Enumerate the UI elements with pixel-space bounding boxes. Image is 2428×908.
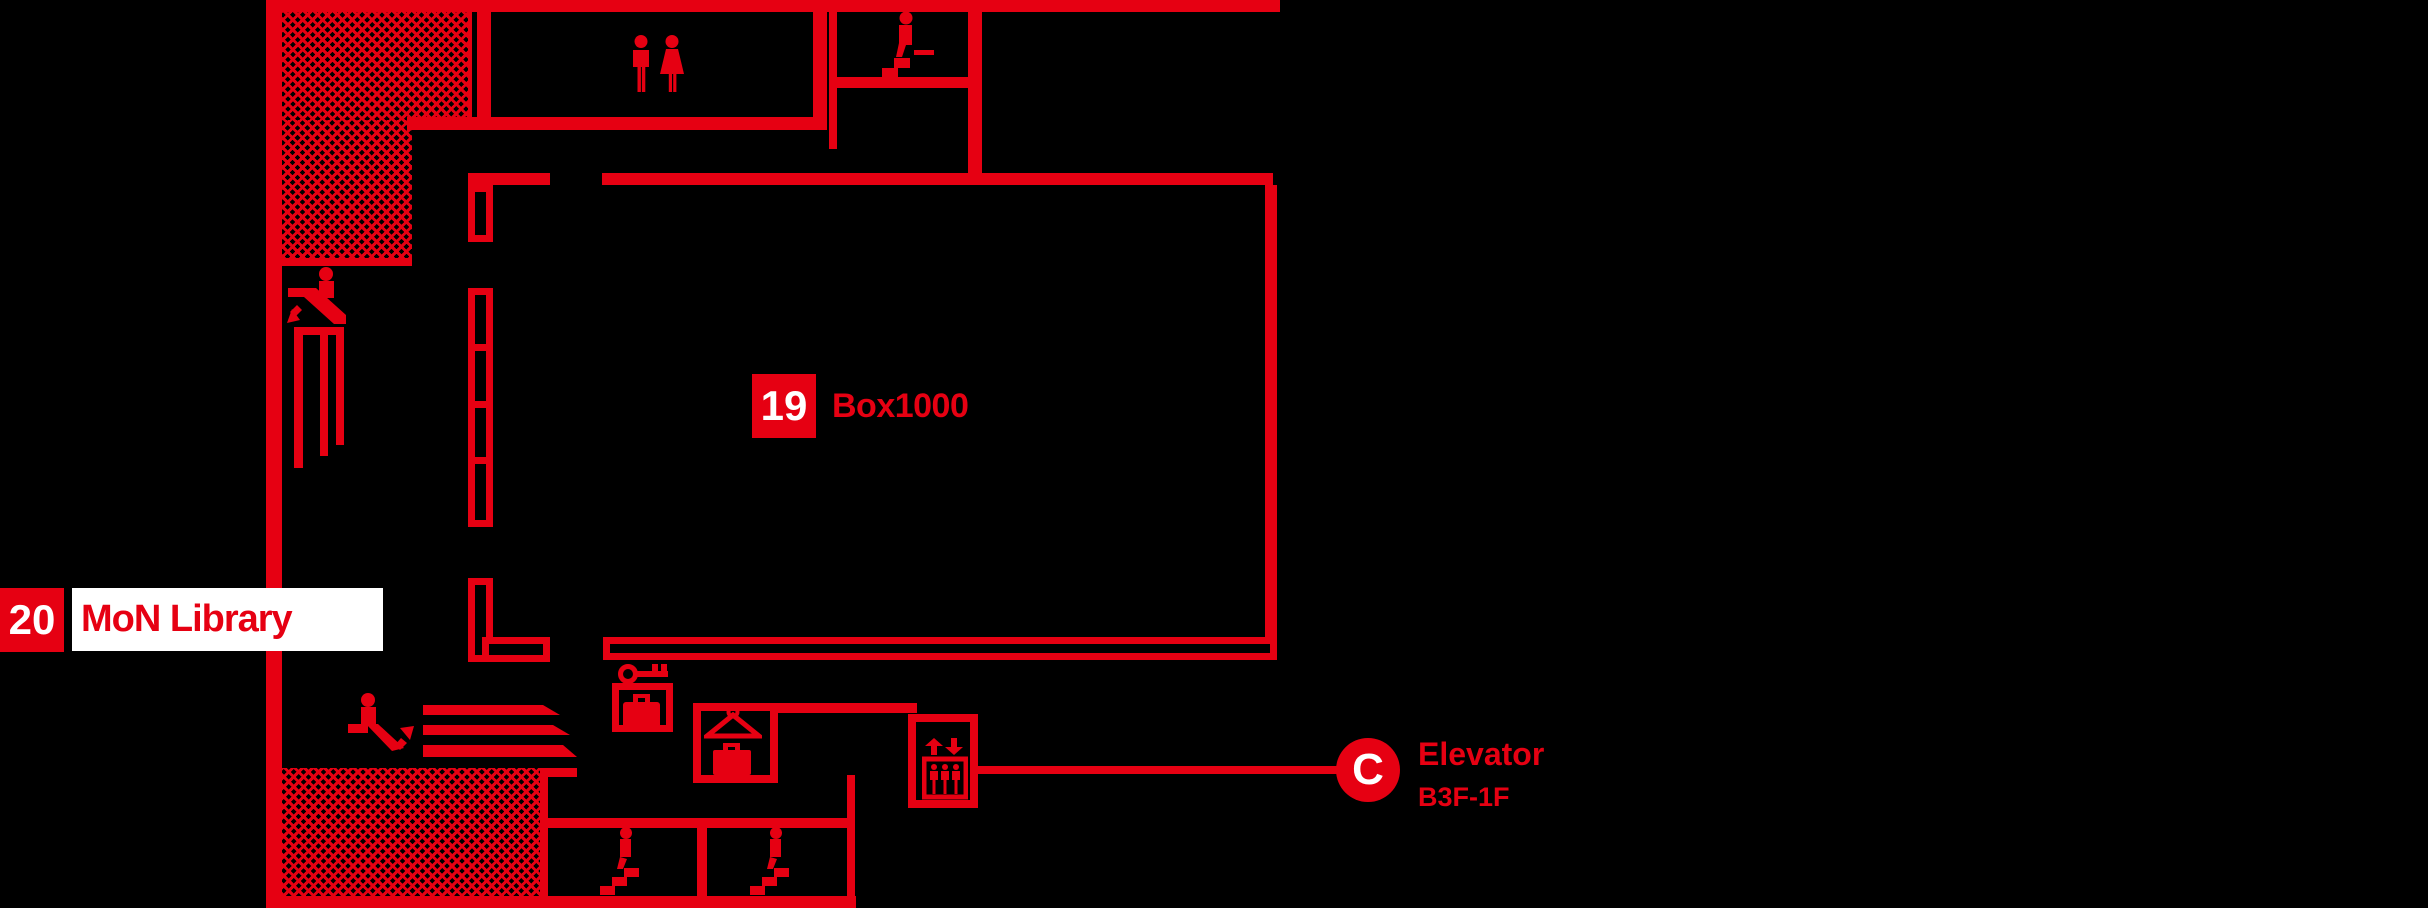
marker-c-label: Elevator B3F-1F (1418, 736, 1544, 813)
marker-c-label-line1: Elevator (1418, 736, 1545, 772)
restroom-wall-left (477, 12, 491, 130)
marker-20-badge[interactable]: 20 (0, 588, 64, 652)
cloakroom-icon (704, 706, 762, 776)
marker-19-badge[interactable]: 19 (752, 374, 816, 438)
wall-left-edge (266, 0, 282, 908)
cloakroom-corridor-wall (770, 703, 917, 713)
stairblock-wall-divider (697, 818, 707, 908)
escalator-down-icon (284, 266, 358, 328)
box1000-wall-bottom (603, 637, 1277, 660)
stairs-icon (866, 10, 936, 88)
elevator-callout-line (978, 766, 1338, 774)
stairs-icon (596, 826, 654, 896)
marker-c-label-line2: B3F-1F (1418, 782, 1510, 812)
box1000-wall-top-left (468, 173, 550, 185)
box1000-wall-corner (482, 637, 550, 662)
restroom-wall-right (813, 12, 827, 130)
wall-divider (475, 344, 486, 351)
wall-divider (475, 457, 486, 464)
hatched-zone-top-border (468, 12, 472, 120)
escalator-up-icon (346, 692, 416, 752)
box1000-wall-left-seg1 (468, 185, 493, 242)
marker-19-number: 19 (760, 382, 808, 429)
stairroom-wall-bottom (829, 77, 982, 88)
hatched-zone-mid (282, 120, 412, 258)
marker-20-label[interactable]: MoN Library (72, 588, 383, 651)
hatched-zone-top (282, 12, 472, 120)
wall-bottom-edge (266, 896, 856, 908)
escalator-shaft-rail (294, 327, 303, 468)
marker-19-label: Box1000 (832, 387, 969, 425)
marker-c-badge[interactable]: C (1336, 738, 1400, 802)
wall-divider (475, 401, 486, 408)
hatched-zone-mid-border (282, 258, 412, 266)
box1000-wall-left-seg3 (468, 578, 493, 662)
stairblock-wall-left (540, 768, 548, 908)
escalator-shaft-rail (320, 327, 328, 456)
coin-locker-icon (622, 690, 662, 730)
escalator-shaft-top (294, 327, 344, 335)
wall-top-edge (282, 0, 1280, 12)
restroom-icon (630, 34, 688, 94)
restroom-wall-bottom (407, 117, 827, 130)
marker-20-label-text: MoN Library (81, 598, 293, 640)
stairblock-wall-right (847, 775, 855, 908)
marker-20-number: 20 (8, 596, 56, 643)
stairs-icon (746, 826, 804, 896)
box1000-wall-right (1265, 185, 1277, 660)
box1000-wall-top (602, 173, 1273, 185)
hatched-zone-bottom (282, 768, 543, 896)
marker-c-letter: C (1352, 745, 1384, 794)
box1000-wall-left-seg2 (468, 288, 493, 527)
stairroom-wall-right (968, 12, 982, 185)
escalator-shaft-rail (336, 327, 344, 445)
stairblock-wall-stub (548, 768, 577, 777)
elevator-icon (922, 738, 968, 800)
key-icon (618, 659, 670, 687)
stairway-icon (423, 700, 583, 762)
